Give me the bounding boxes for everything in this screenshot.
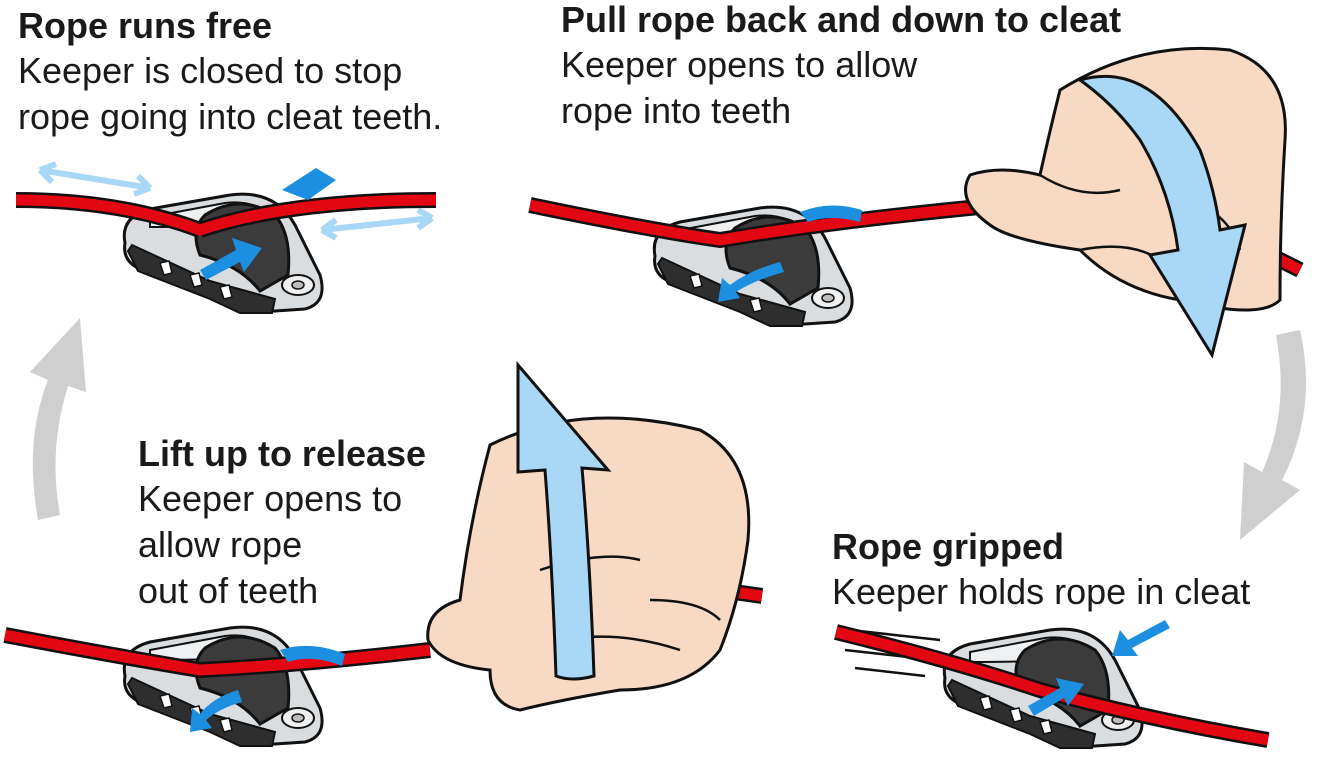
big-arrow-up — [516, 360, 612, 681]
blue-arrow-in — [200, 238, 262, 280]
caption-line: rope going into cleat teeth. — [18, 96, 443, 137]
panel-pull-back-down — [528, 46, 1304, 359]
blue-arrow-keeper — [800, 205, 862, 222]
caption-line: Keeper opens to — [138, 478, 403, 519]
caption-pull-back-down: Pull rope back and down to cleat Keeper … — [561, 0, 1121, 134]
blue-arrow-keeper — [282, 168, 336, 200]
light-arrow-right — [320, 207, 434, 241]
blue-arrow-out — [718, 262, 784, 302]
panel-rope-runs-free — [15, 161, 437, 315]
caption-rope-runs-free: Rope runs free Keeper is closed to stop … — [18, 4, 442, 140]
cycle-arrow-up-left — [30, 318, 86, 520]
caption-lift-to-release: Lift up to release Keeper opens to allow… — [138, 432, 426, 614]
caption-title: Pull rope back and down to cleat — [561, 0, 1122, 40]
caption-line: out of teeth — [138, 570, 319, 611]
caption-rope-gripped: Rope gripped Keeper holds rope in cleat — [832, 525, 1250, 615]
blue-arrow-keeper — [1112, 620, 1170, 656]
cycle-arrow-down-right — [1240, 330, 1306, 540]
light-arrow-left — [37, 161, 153, 197]
blue-arrow-out — [190, 690, 242, 732]
caption-title: Rope runs free — [18, 5, 273, 46]
caption-line: allow rope — [138, 524, 303, 565]
caption-title: Rope gripped — [832, 526, 1064, 567]
big-arrow-down — [1076, 74, 1248, 359]
blue-arrow-keeper — [280, 645, 345, 666]
caption-line: Keeper opens to allow — [561, 44, 918, 85]
caption-line: Keeper is closed to stop — [18, 50, 403, 91]
panel-rope-gripped — [834, 620, 1270, 750]
caption-line: Keeper holds rope in cleat — [832, 571, 1251, 612]
blue-arrow-in — [1028, 678, 1084, 716]
caption-title: Lift up to release — [138, 433, 427, 474]
caption-line: rope into teeth — [561, 90, 792, 131]
panel-lift-to-release — [3, 360, 764, 748]
